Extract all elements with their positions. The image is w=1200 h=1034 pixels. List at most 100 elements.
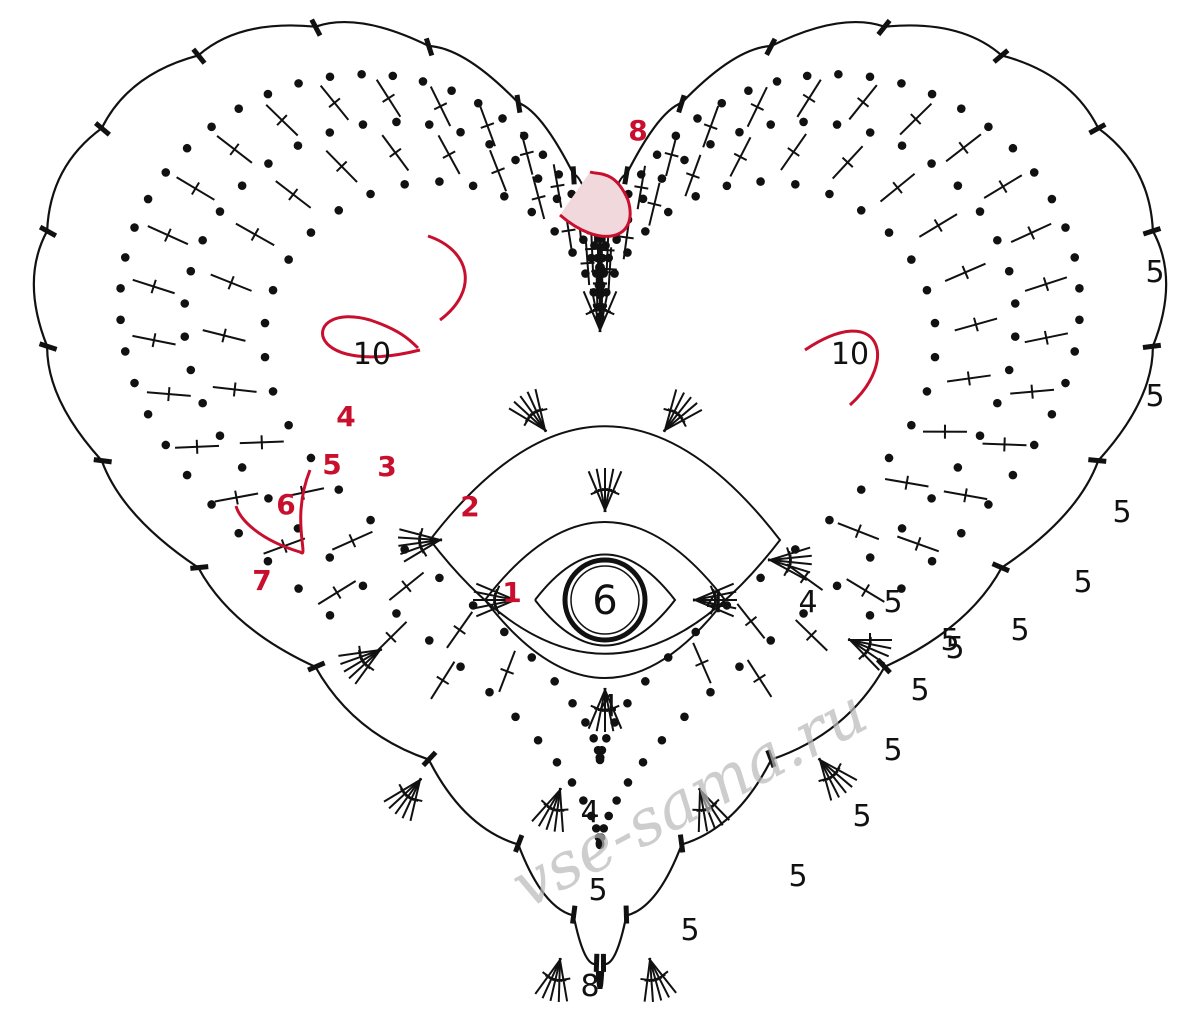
chain-dot	[799, 117, 808, 127]
scallop-tick	[765, 749, 777, 768]
chain-dot	[511, 155, 520, 165]
chain-dot	[306, 228, 316, 237]
chain-dot	[832, 581, 842, 591]
arrow-row-4	[321, 315, 421, 359]
scallop-tick	[1088, 457, 1107, 464]
stitch-bar	[401, 580, 412, 593]
row-label-2: 2	[460, 490, 479, 523]
chain-dot	[358, 120, 368, 129]
chain-dot	[215, 207, 225, 216]
scallop-arc	[884, 24, 1003, 57]
scallop-tick	[423, 37, 435, 57]
scallop-tick	[622, 166, 631, 185]
chain-dot	[791, 179, 800, 189]
label-4-d: 4	[580, 795, 599, 830]
chain-dot	[922, 285, 932, 295]
chain-dot	[641, 677, 650, 686]
scallop-arc	[1001, 54, 1100, 129]
scallop-arc	[681, 759, 773, 846]
chain-dot	[268, 387, 278, 396]
chain-dot	[237, 181, 247, 191]
stitch-bar	[221, 328, 227, 343]
chain-dot	[907, 255, 916, 264]
chain-dot	[927, 159, 936, 168]
chain-dot	[485, 687, 494, 697]
chain-dot	[182, 470, 192, 480]
scallop-arc	[197, 24, 316, 57]
chain-dot	[498, 114, 507, 123]
stitch-bar	[531, 195, 546, 201]
chain-dot	[1008, 470, 1018, 480]
chain-dot	[865, 72, 875, 82]
chain-dot	[293, 141, 303, 150]
stitch-bar	[619, 235, 634, 240]
chain-dot	[586, 811, 596, 821]
chain-dot	[772, 77, 782, 86]
stitch-bar	[783, 562, 792, 577]
scallop-tick	[93, 121, 111, 137]
chain-dot	[568, 248, 577, 257]
row-label-4: 4	[336, 400, 355, 433]
chain-dot	[657, 735, 667, 745]
stitch-bar	[151, 333, 157, 348]
chain-dot	[500, 192, 509, 201]
chain-dot	[825, 515, 834, 525]
stitch-bar	[389, 147, 402, 158]
scallop-arc	[626, 844, 683, 917]
scallop-tick	[191, 47, 207, 65]
stitch-bar	[678, 413, 687, 428]
row-number-labels: 1 2 3 4 5 6 7 8	[252, 114, 647, 609]
chain-dot	[953, 463, 963, 472]
stitch-bar	[550, 183, 565, 189]
chain-dot	[527, 207, 537, 217]
chain-dot	[567, 778, 577, 787]
chain-dot	[116, 284, 125, 293]
chain-dot	[424, 120, 434, 129]
scallop-arc	[46, 346, 103, 462]
scallop-arc	[197, 567, 316, 668]
scallop-arc	[100, 460, 199, 569]
chain-dot	[538, 150, 548, 160]
round-count-labels: 10 10 4 4 4 4 5 5 5 5 5 5 5 5 5 5 5 5 5 …	[353, 255, 1165, 1004]
stitch-bar	[904, 475, 909, 490]
inner-arches	[429, 425, 782, 679]
chain-dot	[120, 253, 130, 262]
stitch-bar	[841, 156, 854, 168]
chain-dot	[263, 89, 273, 99]
chain-dot	[602, 734, 611, 743]
center-ring	[562, 557, 648, 643]
stitch-bar	[602, 267, 617, 271]
label-5-6: 5	[1010, 613, 1029, 648]
scallop-arc	[1097, 346, 1154, 462]
arrow-row-6	[234, 469, 312, 555]
stitch-bar	[276, 114, 288, 126]
chain-dot	[533, 174, 543, 183]
chain-dot	[599, 824, 609, 833]
stitch-bar	[227, 275, 235, 290]
chain-dot	[435, 573, 444, 583]
double-crochet-stitches	[132, 79, 1069, 1003]
stitch-bar	[398, 783, 408, 797]
stitch-bar	[966, 371, 971, 386]
stitch-bar	[453, 625, 466, 635]
chain-dot	[856, 485, 866, 494]
chain-dot	[264, 494, 273, 503]
scallop-arc	[315, 21, 430, 47]
stitch-bar	[963, 488, 968, 503]
label-5-14: 5	[940, 623, 959, 658]
chain-dot	[691, 627, 700, 637]
chain-dot	[550, 677, 559, 686]
stitch-bar	[703, 123, 718, 130]
chain-dot	[680, 155, 689, 165]
stitch-bar	[561, 228, 576, 233]
chain-dot	[604, 253, 614, 263]
chain-dot	[207, 500, 216, 509]
scallop-arc	[572, 915, 597, 966]
chain-dot	[922, 387, 932, 396]
scallop-arc	[625, 101, 683, 175]
stitch-bar	[854, 524, 862, 539]
stitch-bar	[436, 675, 450, 685]
chain-dot	[1061, 223, 1070, 232]
chain-dot	[1061, 378, 1070, 388]
